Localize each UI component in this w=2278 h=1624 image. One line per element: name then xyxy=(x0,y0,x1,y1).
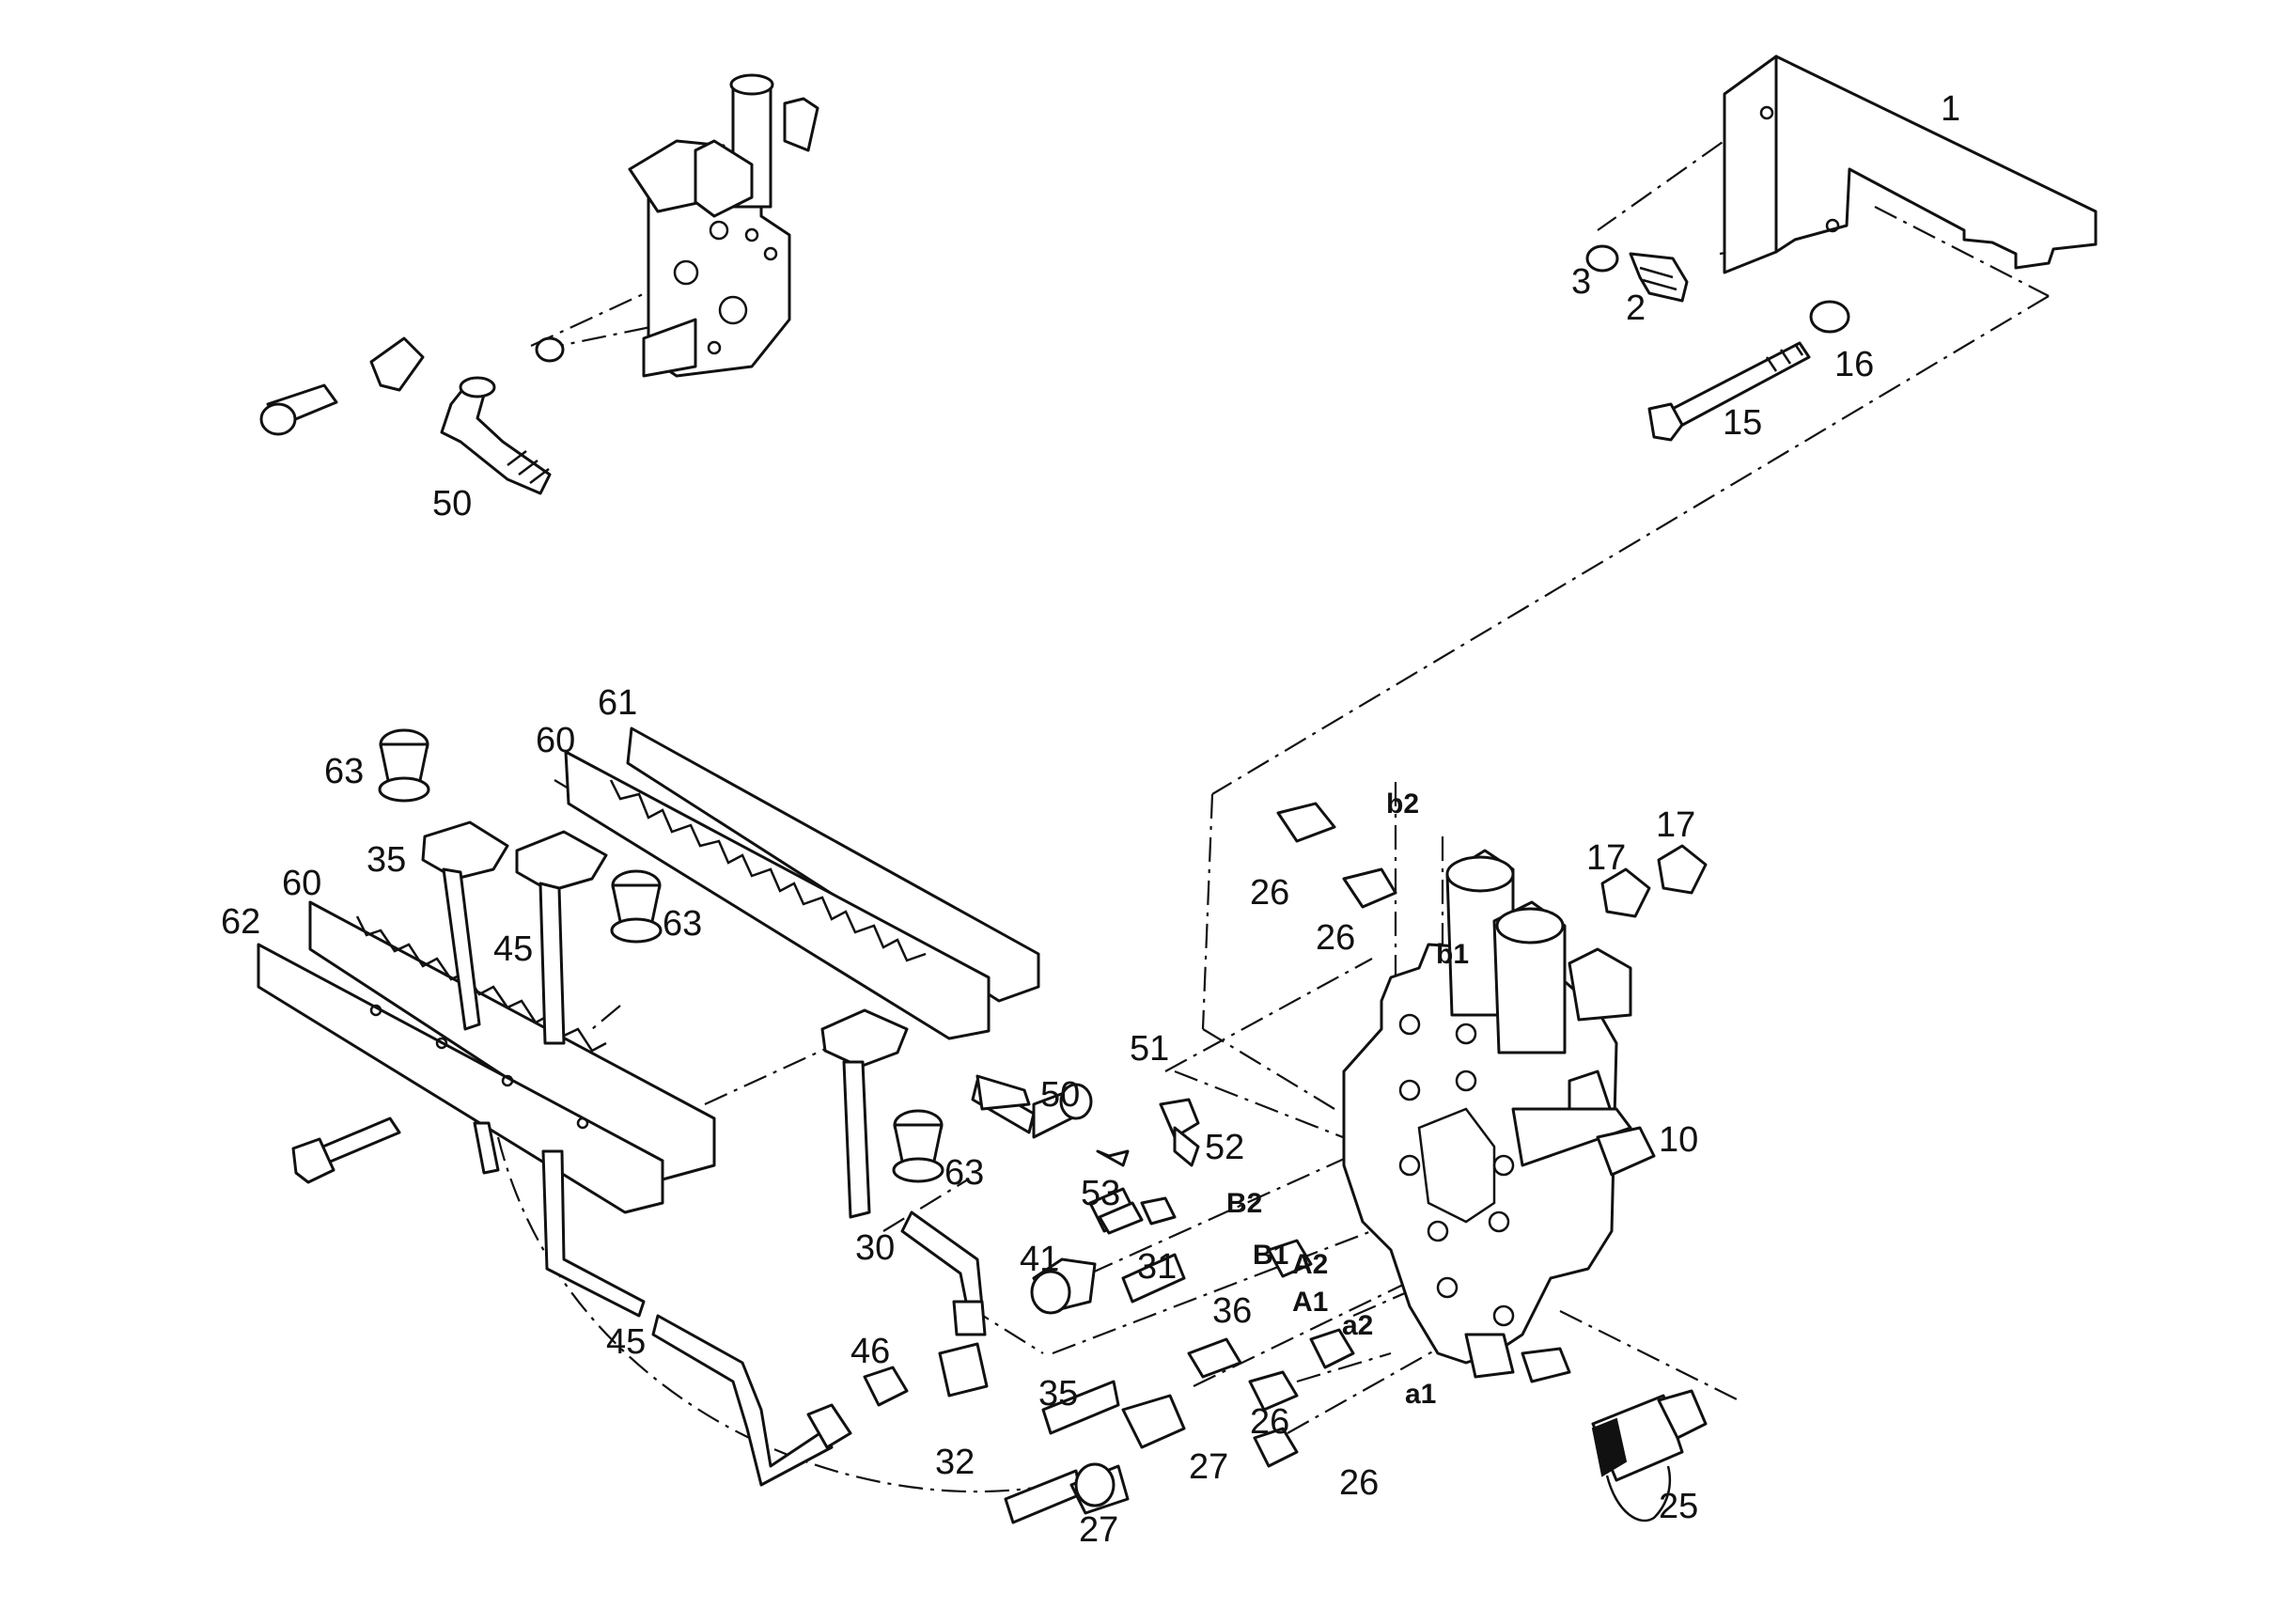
callout-1: 1 xyxy=(1941,89,1960,129)
callout-36: 36 xyxy=(1212,1291,1252,1331)
top-right-bracket-assembly xyxy=(1585,55,2098,442)
top-left-valve-assembly xyxy=(259,73,819,495)
callout-35-bottom: 35 xyxy=(1038,1374,1078,1413)
callout-51: 51 xyxy=(1130,1029,1169,1069)
callout-16: 16 xyxy=(1834,345,1874,384)
callout-32: 32 xyxy=(935,1443,975,1482)
callout-25: 25 xyxy=(1659,1487,1698,1526)
bushings-and-flanges xyxy=(378,728,987,1487)
port-label-a2: a2 xyxy=(1342,1310,1373,1341)
callout-10: 10 xyxy=(1659,1120,1698,1160)
callout-2: 2 xyxy=(1626,289,1646,328)
callout-62: 62 xyxy=(221,902,260,942)
callout-61: 61 xyxy=(598,683,637,723)
callout-26-bottom: 26 xyxy=(1339,1463,1379,1503)
callout-27-upper: 27 xyxy=(1189,1447,1228,1487)
callout-45-bottom: 45 xyxy=(606,1322,646,1362)
callout-27-lower: 27 xyxy=(1079,1510,1118,1550)
port-label-a1: a1 xyxy=(1405,1379,1436,1410)
callout-60-top: 60 xyxy=(536,721,575,760)
callout-31: 31 xyxy=(1137,1247,1177,1287)
callout-35-top: 35 xyxy=(367,840,406,880)
fittings-and-plugs xyxy=(863,802,1708,1524)
callout-26-upper: 26 xyxy=(1250,873,1289,913)
port-label-b2: b2 xyxy=(1386,789,1419,820)
bolts xyxy=(291,1116,1144,1235)
callout-50-top: 50 xyxy=(432,484,472,523)
port-label-A1: A1 xyxy=(1292,1287,1328,1318)
callout-41: 41 xyxy=(1020,1240,1059,1279)
callout-52: 52 xyxy=(1205,1128,1244,1167)
callout-labels: 1 2 3 15 16 50 61 60 63 35 60 62 45 63 2… xyxy=(221,89,1960,1550)
callout-45-top: 45 xyxy=(493,929,533,969)
port-label-b1: b1 xyxy=(1436,939,1469,970)
port-label-A2: A2 xyxy=(1292,1249,1328,1280)
control-valve-block xyxy=(1342,849,1656,1383)
callout-17-left: 17 xyxy=(1586,838,1626,878)
callout-53: 53 xyxy=(1081,1174,1120,1213)
coupling-with-dust-cap xyxy=(1591,1389,1708,1522)
callout-63-left: 63 xyxy=(324,752,364,791)
callout-17-right: 17 xyxy=(1656,805,1695,845)
callout-63-bottom: 63 xyxy=(944,1153,984,1193)
callout-3: 3 xyxy=(1571,262,1591,302)
callout-26-lower: 26 xyxy=(1250,1402,1289,1442)
port-label-B1: B1 xyxy=(1253,1240,1288,1271)
callout-50-middle: 50 xyxy=(1040,1075,1080,1115)
port-label-B2: B2 xyxy=(1226,1188,1262,1219)
rail-assembly xyxy=(257,726,1040,1214)
callout-30: 30 xyxy=(855,1228,895,1268)
port-labels: b2 b1 B2 B1 A2 A1 a2 a1 xyxy=(1226,789,1469,1410)
callout-46: 46 xyxy=(850,1332,890,1371)
callout-63-middle: 63 xyxy=(663,904,702,944)
callout-26-second: 26 xyxy=(1316,918,1355,958)
callout-15: 15 xyxy=(1723,403,1762,443)
callout-60-bottom: 60 xyxy=(282,864,321,903)
